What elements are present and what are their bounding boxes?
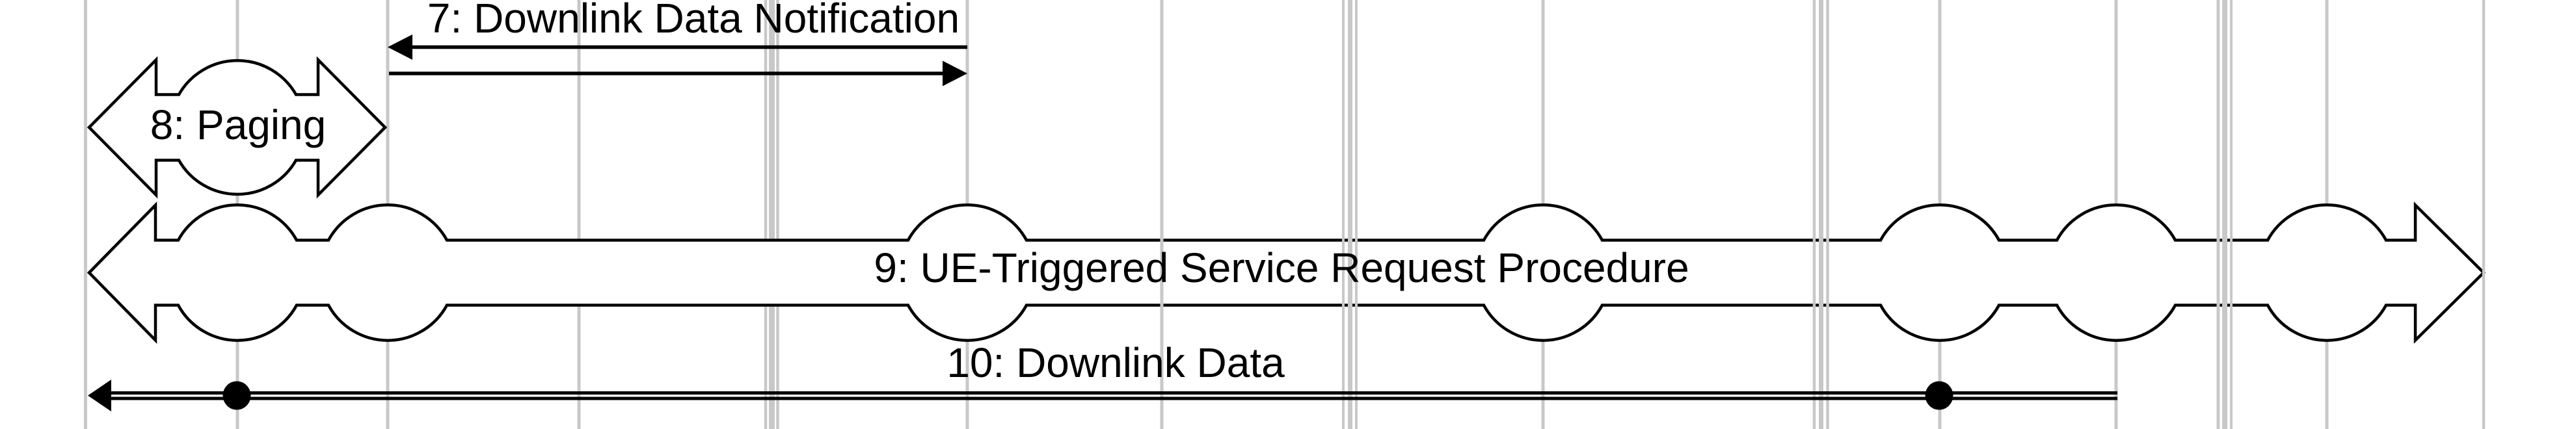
message-10-left-arrowhead-icon — [88, 380, 111, 411]
message-7-right-arrowhead-icon — [943, 60, 967, 86]
message-8-label: 8: Paging — [150, 101, 326, 148]
message-9-label: 9: UE-Triggered Service Request Procedur… — [874, 244, 1689, 291]
message-10-node-dot-left — [222, 381, 251, 410]
paging-8-arrow — [87, 56, 388, 199]
message-7-arrows — [388, 34, 967, 86]
message-10-label: 10: Downlink Data — [946, 339, 1285, 386]
message-7-left-arrowhead-icon — [388, 34, 412, 60]
message-10-arrow — [88, 380, 2117, 411]
lifelines-front — [1160, 0, 2486, 429]
message-10-node-dot-right — [1925, 381, 1953, 410]
message-7-label: 7: Downlink Data Notification — [427, 0, 959, 42]
